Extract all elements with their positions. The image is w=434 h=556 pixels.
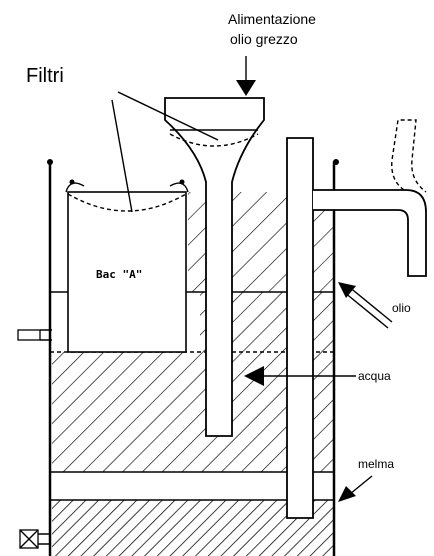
sludge-arrow-head: [338, 486, 356, 502]
oil-label: olio: [392, 301, 411, 315]
funnel-filter-curve: [169, 133, 259, 147]
oil-arrow-line-b: [343, 291, 389, 329]
riser-pipe: [286, 137, 314, 519]
filters-label: Filtri: [26, 65, 64, 87]
tank-a-left-handle: [65, 182, 85, 193]
water-arrow-head: [244, 366, 264, 386]
funnel: [164, 97, 265, 437]
upper-valve-pipe: [40, 329, 52, 341]
tank-a-left-pin: [69, 179, 75, 185]
oil-arrow-line-a: [347, 285, 393, 323]
upper-valve: [17, 329, 41, 341]
lower-valve-pipe: [38, 533, 50, 545]
tank-a-filter-curve: [67, 193, 187, 212]
tank-a-label: Bac "A": [96, 268, 142, 281]
right-rim-knob: [333, 159, 339, 165]
oil-layer-hatch-left: [188, 192, 200, 292]
sludge-arrow-line: [349, 475, 373, 495]
filter-leader-2: [111, 99, 133, 213]
feed-label-line1: Alimentazione: [228, 11, 316, 27]
tank-a-right-handle: [169, 182, 189, 193]
lower-valve-cross: [19, 529, 39, 549]
outlet-dashed-extension: [391, 119, 427, 193]
tank-a-box: [67, 191, 187, 353]
outlet-pipe: [313, 189, 427, 277]
oil-arrow-head: [338, 282, 356, 298]
filter-leader-1: [117, 91, 219, 141]
tank-a-right-pin: [179, 179, 185, 185]
water-label: acqua: [358, 369, 391, 383]
feed-arrow-head: [236, 80, 256, 96]
left-rim-knob: [47, 159, 53, 165]
feed-label-line2: olio grezzo: [230, 31, 298, 47]
sludge-label: melma: [358, 457, 394, 471]
